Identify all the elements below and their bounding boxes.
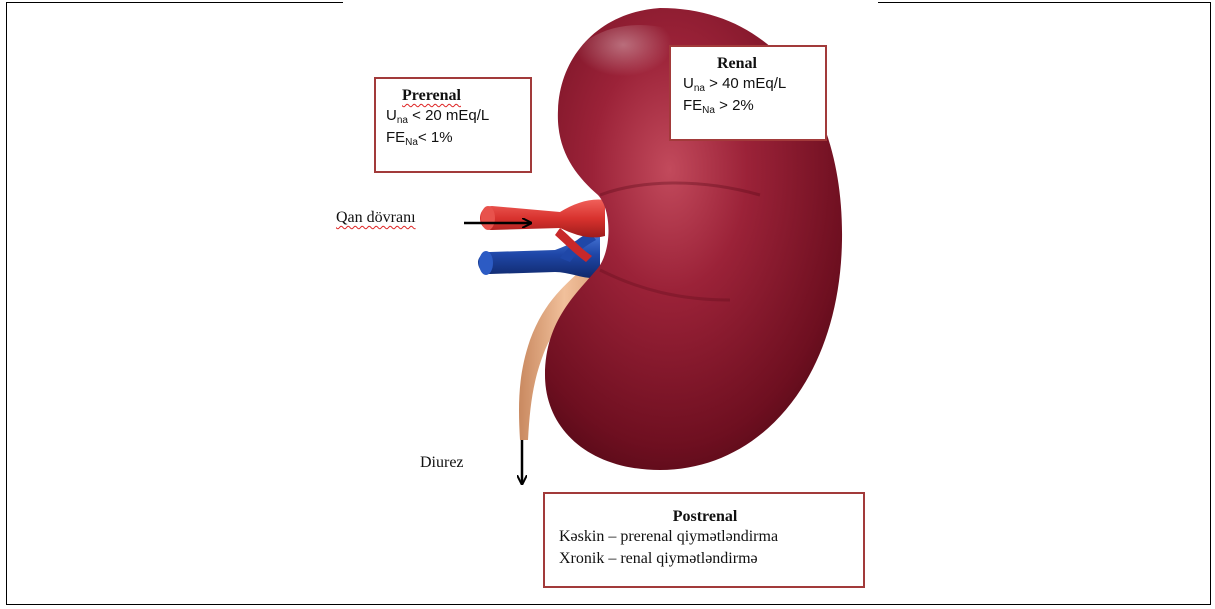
- renal-box: Renal Una > 40 mEq/L FENa > 2%: [669, 45, 827, 141]
- prerenal-fena-value: < 1%: [418, 129, 453, 146]
- prerenal-title: Prerenal: [402, 87, 461, 104]
- renal-artery: [480, 200, 605, 238]
- renal-title: Renal: [683, 55, 813, 73]
- renal-una-value: > 40 mEq/L: [705, 75, 786, 92]
- renal-una-line: Una > 40 mEq/L: [683, 73, 813, 95]
- renal-vein-end: [479, 251, 493, 275]
- renal-fena-line: FENa > 2%: [683, 95, 813, 117]
- una-symbol: U: [386, 107, 397, 124]
- diuresis-label: Diurez: [420, 454, 464, 472]
- fena-symbol: FE: [683, 97, 702, 114]
- una-symbol: U: [683, 75, 694, 92]
- prerenal-una-value: < 20 mEq/L: [408, 107, 489, 124]
- prerenal-fena-line: FENa< 1%: [386, 127, 520, 149]
- prerenal-una-line: Una < 20 mEq/L: [386, 105, 520, 127]
- fena-subscript: Na: [405, 137, 418, 148]
- blood-flow-label: Qan dövranı: [336, 209, 416, 227]
- fena-symbol: FE: [386, 129, 405, 146]
- postrenal-line-acute: Kəskin – prerenal qiymətləndirma: [559, 526, 851, 548]
- prerenal-box: Prerenal Una < 20 mEq/L FENa< 1%: [374, 77, 532, 173]
- postrenal-title: Postrenal: [559, 508, 851, 526]
- renal-fena-value: > 2%: [715, 97, 754, 114]
- una-subscript: na: [397, 115, 408, 126]
- fena-subscript: Na: [702, 105, 715, 116]
- postrenal-line-chronic: Xronik – renal qiymətləndirmə: [559, 548, 851, 570]
- una-subscript: na: [694, 83, 705, 94]
- renal-artery-end: [481, 206, 495, 230]
- postrenal-box: Postrenal Kəskin – prerenal qiymətləndir…: [543, 492, 865, 588]
